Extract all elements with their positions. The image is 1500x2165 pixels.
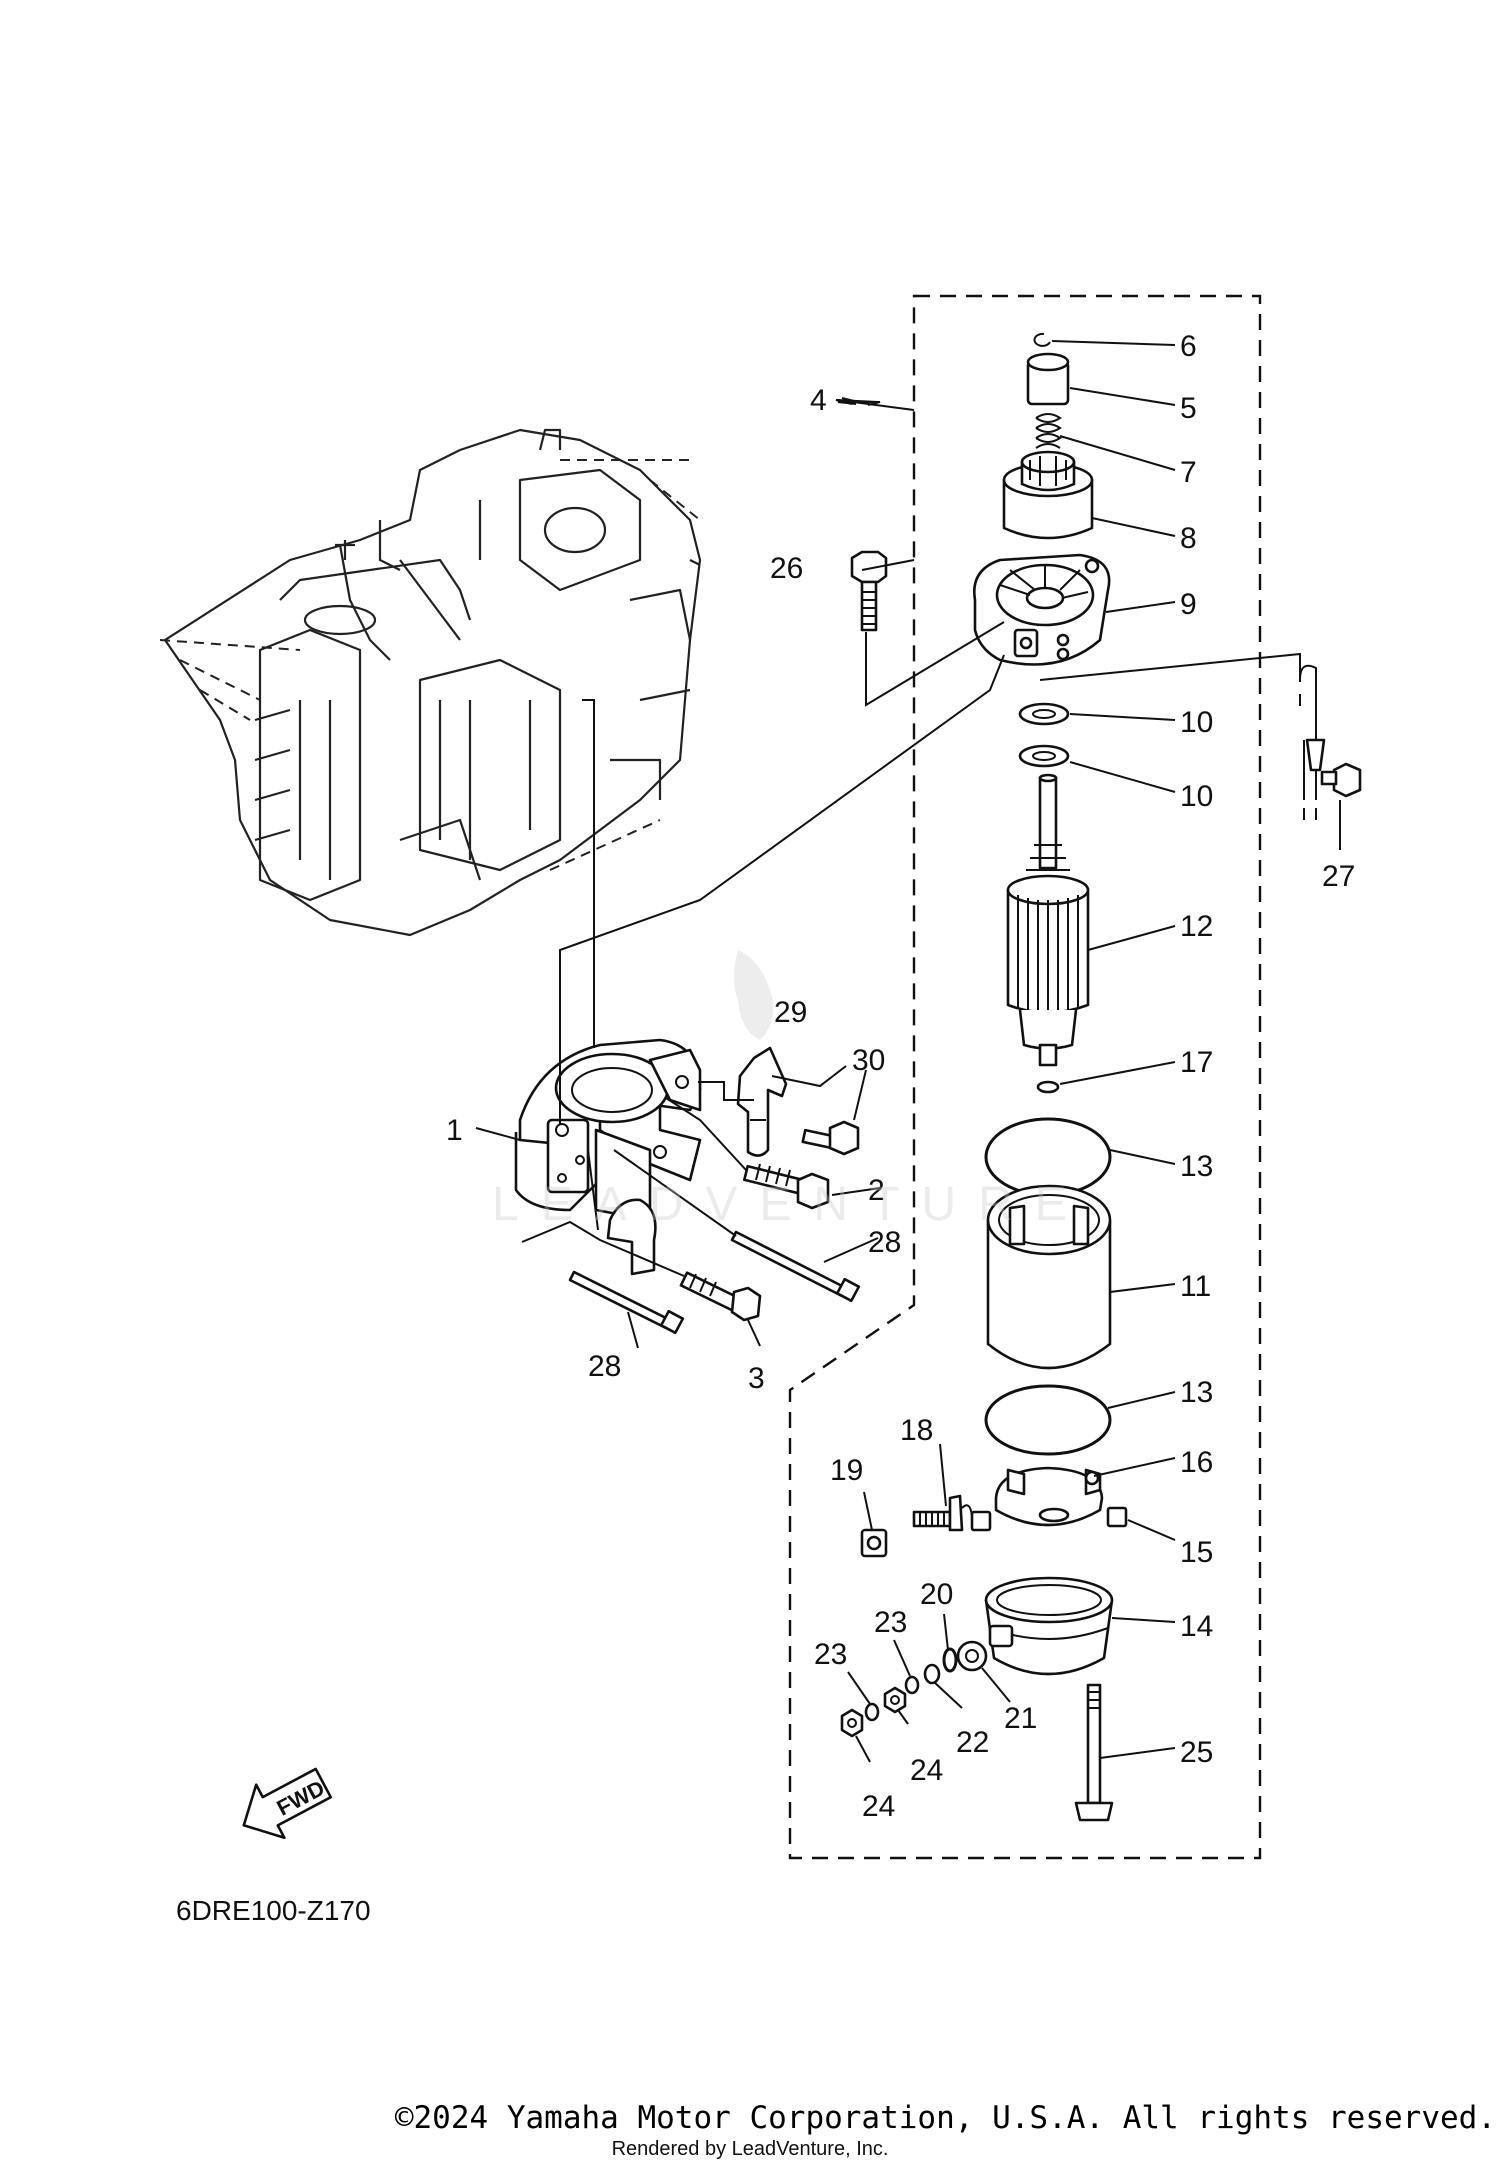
callout-22: 22 [956, 1726, 989, 1759]
part-15-brush [1106, 1506, 1128, 1528]
watermark-text: LEADVENTURE [492, 1178, 1089, 1231]
callout-1: 1 [446, 1114, 463, 1147]
part-21-insulator [956, 1640, 988, 1672]
part-28-cable-tie-left [568, 1270, 685, 1335]
callout-13-a: 13 [1180, 1150, 1213, 1183]
watermark: LEADVENTURE [492, 950, 1089, 1231]
callout-27: 27 [1322, 860, 1355, 893]
part-19-nut [860, 1528, 888, 1558]
callout-28-a: 28 [868, 1226, 901, 1259]
callout-8: 8 [1180, 522, 1197, 555]
part-5-collar [1026, 352, 1070, 406]
part-23-spring-washer-a [904, 1675, 920, 1695]
callout-26: 26 [770, 552, 803, 585]
callout-19: 19 [830, 1454, 863, 1487]
callouts: 6 5 7 8 9 10 10 12 17 13 11 13 16 15 14 … [446, 330, 1355, 1823]
callout-24-b: 24 [862, 1790, 895, 1823]
part-24-nut-b [840, 1708, 864, 1738]
copyright-notice: ©2024 Yamaha Motor Corporation, U.S.A. A… [394, 2100, 1496, 2136]
callout-10-a: 10 [1180, 706, 1213, 739]
callout-20: 20 [920, 1578, 953, 1611]
callout-10-b: 10 [1180, 780, 1213, 813]
part-25-through-bolt [1074, 1683, 1114, 1822]
part-7-spring [1035, 413, 1062, 449]
part-30-bolt [801, 1120, 860, 1156]
part-24-nut-a [883, 1686, 907, 1714]
part-18-terminal-bolt [912, 1494, 992, 1532]
part-1-bracket [514, 1038, 702, 1276]
callout-3: 3 [748, 1362, 765, 1395]
fwd-arrow-icon: FWD [242, 1767, 333, 1840]
callout-leaders [475, 340, 1341, 1763]
diagram-code: 6DRE100-Z170 [176, 1895, 371, 1926]
callout-29: 29 [774, 996, 807, 1029]
callout-9: 9 [1180, 588, 1197, 621]
callout-30: 30 [852, 1044, 885, 1077]
callout-4: 4 [810, 384, 827, 417]
part-13-o-ring-lower [984, 1384, 1112, 1456]
part-23-spring-washer-b [864, 1702, 880, 1722]
part-3-bolt [679, 1271, 762, 1322]
callout-5: 5 [1180, 392, 1197, 425]
part-11-yoke [986, 1184, 1112, 1370]
engine-block [159, 428, 702, 937]
part-9-front-cover [972, 553, 1111, 666]
part-10-washer-upper [1018, 702, 1070, 726]
callout-2: 2 [868, 1174, 885, 1207]
part-10-washer-lower [1018, 744, 1070, 768]
connector-lines [521, 621, 1301, 1277]
part-8-pinion-gear [1002, 450, 1094, 540]
callout-12: 12 [1180, 910, 1213, 943]
part-16-brush-holder [994, 1466, 1104, 1527]
part-26-bolt [850, 550, 888, 632]
callout-17: 17 [1180, 1046, 1213, 1079]
part-14-rear-cover [984, 1576, 1114, 1676]
callout-23-b: 23 [814, 1638, 847, 1671]
part-17-washer [1036, 1080, 1060, 1094]
part-29-holder [736, 1046, 788, 1157]
part-28-cable-tie-right [730, 1230, 861, 1303]
callout-6: 6 [1180, 330, 1197, 363]
part-22-washer [923, 1663, 941, 1685]
callout-14: 14 [1180, 1610, 1213, 1643]
callout-23-a: 23 [874, 1606, 907, 1639]
callout-25: 25 [1180, 1736, 1213, 1769]
callout-7: 7 [1180, 456, 1197, 489]
callout-11: 11 [1180, 1270, 1211, 1303]
part-6-clip [1033, 332, 1051, 347]
part-20-o-ring [942, 1647, 958, 1673]
callout-21: 21 [1004, 1702, 1037, 1735]
callout-15: 15 [1180, 1536, 1213, 1569]
rendered-by-credit: Rendered by LeadVenture, Inc. [611, 2138, 889, 2160]
callout-13-b: 13 [1180, 1376, 1213, 1409]
assembly-4-outline [788, 294, 1262, 1860]
callout-28-b: 28 [588, 1350, 621, 1383]
part-2-bolt [743, 1163, 830, 1210]
callout-24-a: 24 [910, 1754, 943, 1787]
part-27-bolt [1299, 664, 1362, 820]
callout-18: 18 [900, 1414, 933, 1447]
part-12-armature [1006, 773, 1090, 1067]
callout-16: 16 [1180, 1446, 1213, 1479]
